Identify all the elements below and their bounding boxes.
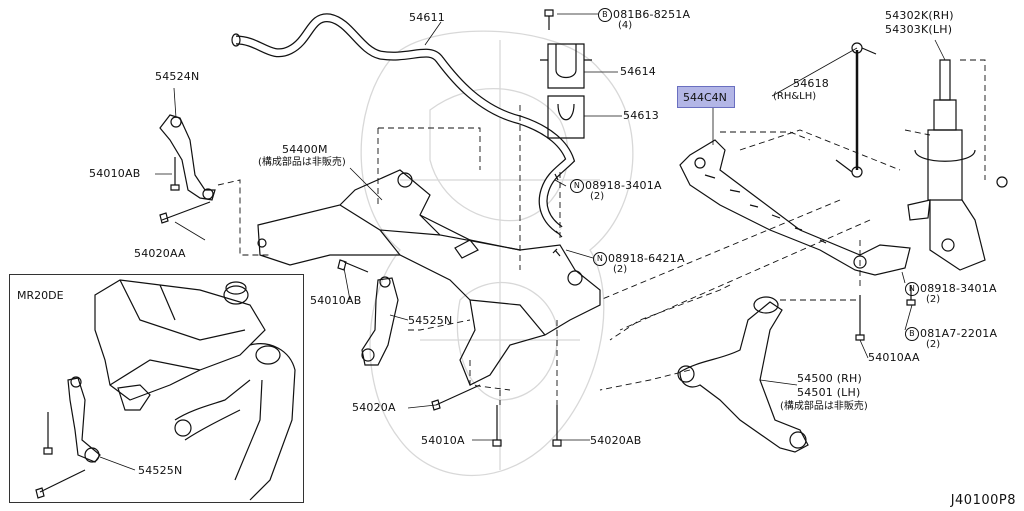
left-bracket[interactable] [159, 114, 216, 201]
label-arm-note: (構成部品は非販売) [780, 401, 868, 412]
label-bolt-mid: 54010AB [310, 294, 362, 307]
bolt-symbol-icon: B [598, 8, 612, 22]
top-bolt[interactable] [544, 9, 554, 30]
label-bolt-left-lower: 54020AA [134, 247, 186, 260]
label-bolt-lower: 54010A [421, 434, 465, 447]
label-nut-b-qty: (2) [613, 264, 628, 275]
mid-link[interactable] [361, 276, 399, 366]
nut-symbol-icon: N [570, 179, 584, 193]
diagram-id: J40100P8 [950, 493, 1016, 508]
reinforcement-plate[interactable] [679, 139, 911, 276]
highlighted-part-badge[interactable]: 544C4N [677, 86, 735, 108]
label-nut-a-qty: (2) [590, 191, 605, 202]
label-arm-lh: 54501 (LH) [797, 386, 861, 399]
label-leaders [155, 13, 946, 441]
label-bolt-right: 54010AA [868, 351, 920, 364]
label-connecting-rod: 54618 [793, 77, 829, 90]
stabilizer-bushing[interactable] [547, 95, 585, 139]
label-member-note: (構成部品は非販売) [258, 157, 346, 168]
dashed-leaders [217, 59, 986, 405]
stabilizer-clamp[interactable] [540, 43, 592, 89]
label-shock-rh: 54302K(RH) [885, 9, 954, 22]
label-shock-lh: 54303K(LH) [885, 23, 953, 36]
label-top-bolt-qty: (4) [618, 20, 633, 31]
label-member: 54400M [282, 143, 328, 156]
label-inset-link: 54525N [138, 464, 183, 477]
bolt-symbol-icon: B [905, 327, 919, 341]
front-suspension-member[interactable] [257, 169, 601, 386]
label-bolt-mid-lower: 54020A [352, 401, 396, 414]
label-clamp: 54614 [620, 65, 656, 78]
stabilizer-link[interactable] [835, 42, 877, 178]
strut-assembly[interactable] [907, 59, 1008, 271]
label-bolt-lower-right: 54020AB [590, 434, 642, 447]
label-nut-c-qty: (2) [926, 294, 941, 305]
label-connecting-rod-side: (RH&LH) [773, 91, 817, 102]
inset-drawing[interactable] [35, 279, 296, 501]
inset-title: MR20DE [17, 289, 64, 302]
label-left-bracket: 54524N [155, 70, 200, 83]
lower-control-arm[interactable] [677, 296, 809, 453]
label-bolt-b-qty: (2) [926, 339, 941, 350]
label-bolt-left: 54010AB [89, 167, 141, 180]
bolts[interactable] [159, 157, 916, 447]
label-link-mid: 54525N [408, 314, 453, 327]
label-stabilizer-bar: 54611 [409, 11, 445, 24]
nut-symbol-icon: N [593, 252, 607, 266]
label-arm-rh: 54500 (RH) [797, 372, 862, 385]
label-bushing: 54613 [623, 109, 659, 122]
highlighted-part-label: 544C4N [683, 91, 727, 104]
nut-symbol-icon: N [905, 282, 919, 296]
engine-variant-inset [9, 274, 304, 503]
